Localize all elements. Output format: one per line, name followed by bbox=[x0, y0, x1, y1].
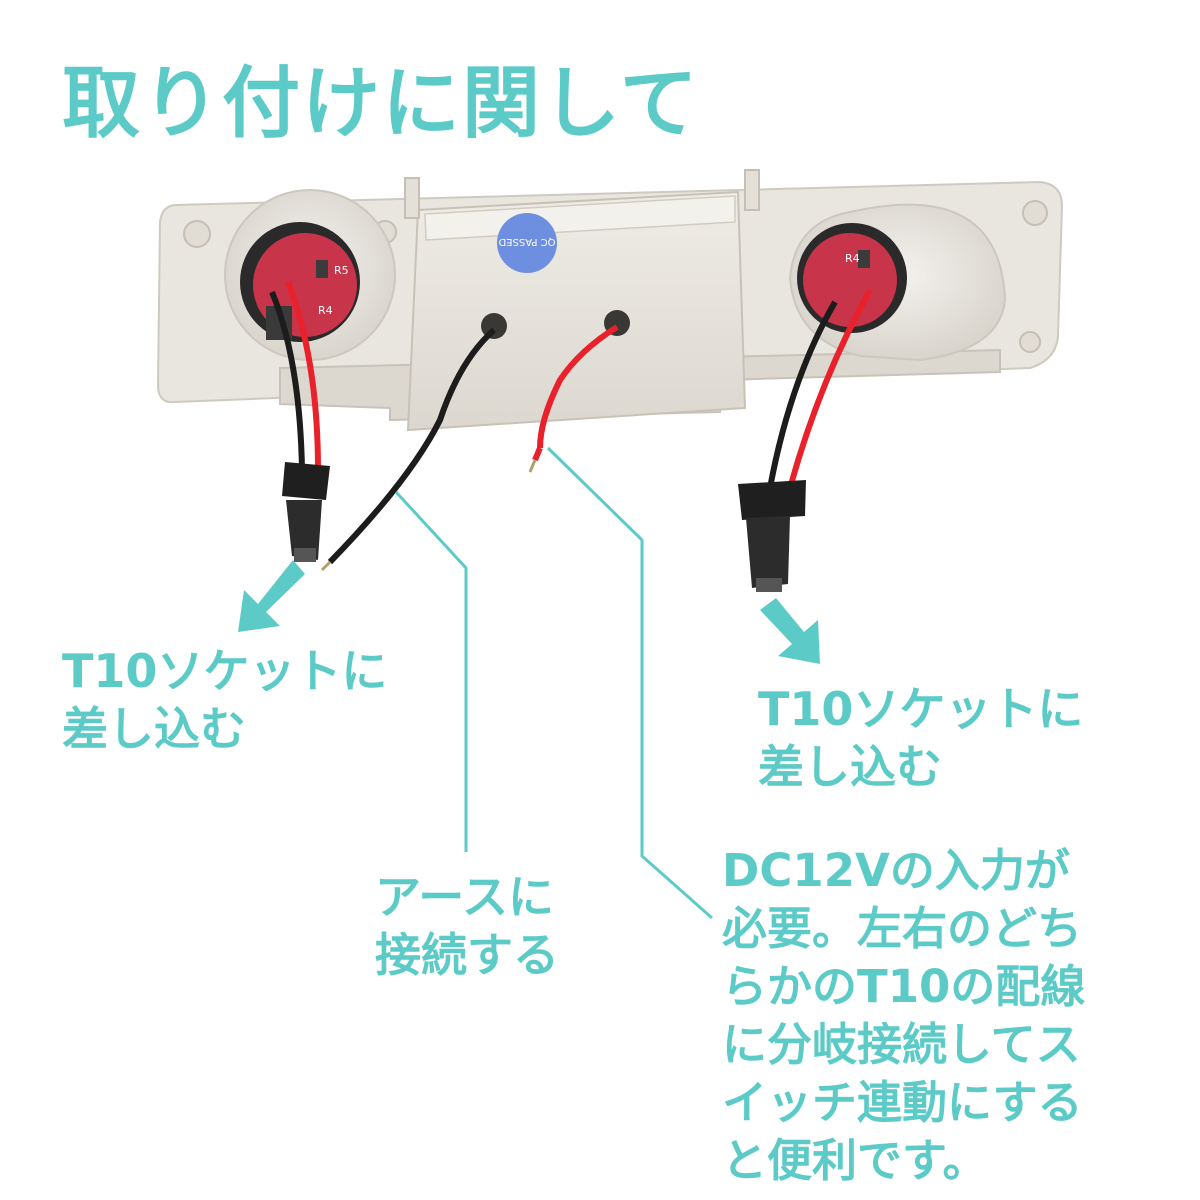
svg-text:QC PASSED: QC PASSED bbox=[498, 236, 555, 247]
clip-tab-left bbox=[404, 177, 420, 219]
right-t10-plug bbox=[738, 480, 806, 592]
board-label-r5: R5 bbox=[334, 264, 349, 277]
callout-ground-line-1: アースに bbox=[375, 870, 554, 924]
qc-passed-sticker: QC PASSED bbox=[497, 213, 557, 273]
mounting-hole-right bbox=[1022, 200, 1048, 226]
power-wire-tip bbox=[528, 459, 537, 473]
callout-left-socket: T10ソケットに 差し込む bbox=[62, 642, 387, 758]
callout-right-socket-line-1: T10ソケットに bbox=[758, 682, 1084, 736]
power-wire bbox=[537, 324, 619, 449]
leader-line-ground bbox=[394, 490, 468, 852]
left-socket-wire-red bbox=[285, 280, 321, 471]
callout-right-socket-line-2: 差し込む bbox=[758, 740, 942, 794]
callout-ground-line-2: 接続する bbox=[375, 928, 559, 982]
page-title: 取り付けに関して bbox=[62, 59, 700, 149]
callout-power: DC12Vの入力が 必要。左右のどち らかのT10の配線 に分岐接続してス イッ… bbox=[722, 842, 1085, 1190]
leader-line-power bbox=[546, 446, 713, 920]
control-box bbox=[406, 190, 747, 432]
clip-tab-right bbox=[744, 169, 760, 211]
left-t10-plug bbox=[282, 462, 330, 562]
callout-power-line-3: らかのT10の配線 bbox=[722, 960, 1086, 1013]
ground-wire bbox=[327, 327, 496, 565]
right-socket-wire-red bbox=[787, 288, 873, 489]
mounting-hole-left bbox=[183, 220, 211, 248]
callout-ground: アースに 接続する bbox=[375, 868, 559, 984]
callout-left-socket-line-2: 差し込む bbox=[62, 702, 246, 756]
callout-left-socket-line-1: T10ソケットに bbox=[62, 644, 388, 698]
arrow-left-socket bbox=[238, 560, 305, 632]
left-socket-wire-black bbox=[269, 290, 305, 471]
board-label-r4-right: R4 bbox=[845, 252, 860, 265]
mounting-hole-right-lower bbox=[1019, 331, 1041, 353]
arrow-right-socket bbox=[760, 598, 820, 664]
callout-power-line-6: と便利です。 bbox=[722, 1134, 988, 1187]
left-bulb-cup: R5 R4 bbox=[224, 189, 396, 361]
callout-power-line-2: 必要。左右のどち bbox=[722, 902, 1083, 955]
power-wire-insulation-end bbox=[532, 446, 543, 462]
right-bulb-cup: R4 bbox=[788, 203, 1007, 362]
board-label-r4: R4 bbox=[318, 304, 333, 317]
ground-wire-tip bbox=[320, 560, 332, 572]
callout-power-line-4: に分岐接続してス bbox=[722, 1018, 1081, 1071]
callout-power-line-1: DC12Vの入力が bbox=[722, 844, 1070, 897]
callout-power-line-5: イッチ連動にする bbox=[722, 1076, 1083, 1129]
right-socket-wire-black bbox=[767, 300, 838, 489]
callout-right-socket: T10ソケットに 差し込む bbox=[758, 680, 1083, 796]
